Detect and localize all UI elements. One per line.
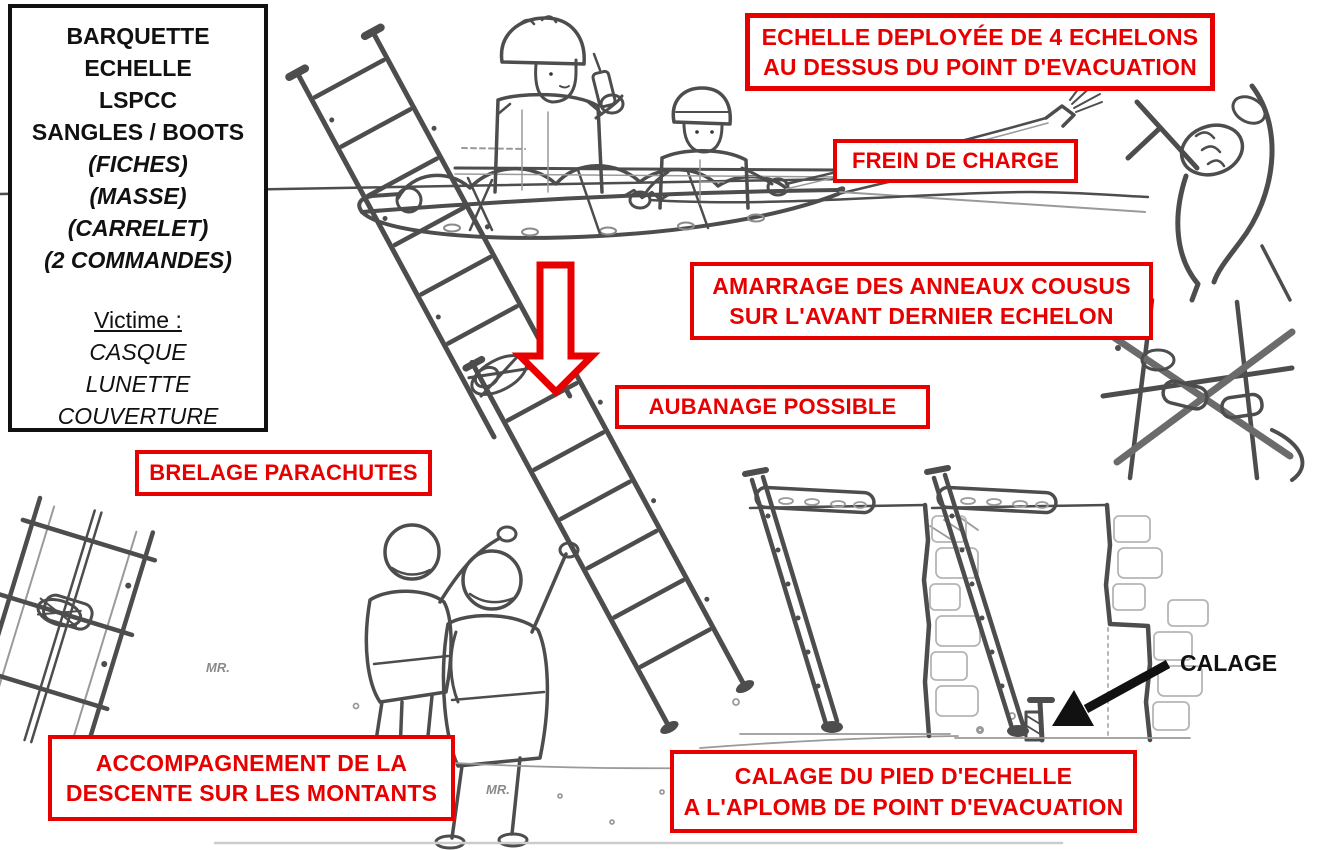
firefighter-radio-sketch	[493, 15, 625, 194]
equipment-detail-item: (MASSE)	[89, 183, 187, 209]
callout-line: ACCOMPAGNEMENT DE LA	[95, 749, 408, 776]
callout-amarrage: AMARRAGE DES ANNEAUX COUSUS SUR L'AVANT …	[690, 262, 1153, 340]
wall-section-left-sketch	[739, 467, 981, 739]
anchor-rings-closeup-sketch	[1099, 297, 1305, 482]
callout-calage-pied: CALAGE DU PIED D'ECHELLE A L'APLOMB DE P…	[670, 750, 1137, 833]
materials-panel: BARQUETTE ECHELLE LSPCC SANGLES / BOOTS …	[8, 4, 268, 432]
callout-line: DESCENTE SUR LES MONTANTS	[65, 780, 438, 806]
parapet-sketch	[453, 147, 1146, 213]
callout-aubanage: AUBANAGE POSSIBLE	[615, 385, 930, 429]
victim-item: LUNETTE	[85, 371, 191, 397]
calage-wedge-sketch	[1024, 697, 1055, 743]
panel-spacer	[12, 276, 264, 304]
victim-item: CASQUE	[89, 339, 187, 365]
callout-line: AUBANAGE POSSIBLE	[648, 394, 897, 420]
main-ladder-sketch	[285, 23, 755, 734]
callout-line: BRELAGE PARACHUTES	[149, 460, 418, 486]
wall-section-right-sketch	[924, 465, 1209, 743]
callout-line: ECHELLE DEPLOYÉE DE 4 ECHELONS	[761, 23, 1199, 50]
callout-echelle-deployee: ECHELLE DEPLOYÉE DE 4 ECHELONS AU DESSUS…	[745, 13, 1215, 91]
calage-arrow	[1052, 660, 1171, 726]
brelage-knot-sketch	[467, 354, 530, 398]
callout-line: FREIN DE CHARGE	[851, 148, 1060, 174]
artist-signature: MR.	[206, 660, 230, 675]
callout-line: AU DESSUS DU POINT D'EVACUATION	[763, 54, 1197, 80]
equipment-detail-item: (2 COMMANDES)	[44, 247, 232, 273]
equipment-detail-item: (CARRELET)	[67, 215, 209, 241]
load-brake-closeup-sketch	[1125, 83, 1292, 303]
callout-brelage: BRELAGE PARACHUTES	[135, 450, 432, 496]
ladder-rope-closeup-sketch	[0, 495, 158, 757]
equipment-item: SANGLES / BOOTS	[31, 119, 245, 145]
callout-frein-de-charge: FREIN DE CHARGE	[833, 139, 1078, 183]
equipment-detail-item: (FICHES)	[88, 151, 188, 177]
callout-line: SUR L'AVANT DERNIER ECHELON	[729, 303, 1114, 329]
callout-line: A L'APLOMB DE POINT D'EVACUATION	[683, 793, 1124, 820]
equipment-item: ECHELLE	[84, 55, 192, 81]
victim-item: COUVERTURE	[57, 403, 219, 429]
callout-line: AMARRAGE DES ANNEAUX COUSUS	[712, 272, 1131, 299]
victim-heading: Victime :	[94, 307, 182, 333]
artist-signature: MR.	[486, 782, 510, 797]
callout-accompagnement: ACCOMPAGNEMENT DE LA DESCENTE SUR LES MO…	[48, 735, 455, 821]
calage-label: CALAGE	[1180, 650, 1278, 676]
equipment-item: BARQUETTE	[66, 23, 210, 49]
equipment-item: LSPCC	[99, 87, 177, 113]
callout-line: CALAGE DU PIED D'ECHELLE	[734, 763, 1073, 790]
red-down-arrow	[511, 261, 601, 397]
